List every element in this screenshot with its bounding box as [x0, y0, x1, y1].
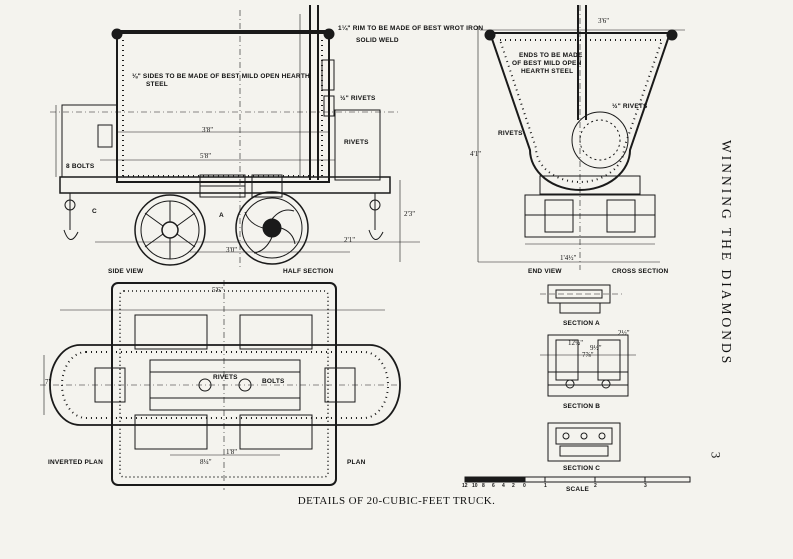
rivets-note-c: ½" RIVETS — [612, 103, 648, 110]
scale-tick: 12 — [462, 483, 468, 489]
scale-tick: 8 — [482, 483, 485, 489]
rivets-note-a: ½" RIVETS — [340, 95, 376, 102]
dim-4-1: 4'1" — [470, 150, 482, 158]
dim-1-8: 1'8" — [226, 448, 238, 456]
rivets-plan-note: RIVETS — [213, 374, 238, 381]
scale-tick: 3 — [644, 483, 647, 489]
scale-tick: 0 — [523, 483, 526, 489]
plan-drawing — [40, 280, 401, 490]
scale-tick: 6 — [492, 483, 495, 489]
side-view-label: SIDE VIEW — [108, 268, 144, 275]
dim-2-1: 2'1" — [344, 236, 356, 244]
scale-tick: 2 — [512, 483, 515, 489]
page-number: 3 — [708, 451, 724, 459]
dim-3-6: 3'6" — [598, 17, 610, 25]
section-b-label: SECTION B — [563, 403, 601, 410]
section-c-drawing — [547, 422, 621, 462]
sides-note: ⅛" SIDES TO BE MADE OF BEST MILD OPEN HE… — [132, 73, 310, 80]
bolts-side-note: 8 BOLTS — [66, 163, 95, 170]
section-b-drawing — [540, 334, 636, 397]
end-view-label: END VIEW — [528, 268, 562, 275]
scale-label: SCALE — [566, 486, 590, 493]
running-title: WINNING THE DIAMONDS — [719, 140, 734, 367]
solid-weld-note: SOLID WELD — [356, 37, 399, 44]
figure-caption: DETAILS OF 20-CUBIC-FEET TRUCK. — [297, 495, 496, 507]
ends-note-2: OF BEST MILD OPEN — [512, 60, 582, 67]
dim-9-5: 9½" — [590, 344, 602, 352]
bolts-plan-note: BOLTS — [262, 378, 285, 385]
scale-tick: 1 — [544, 483, 547, 489]
steel-note: STEEL — [146, 81, 168, 88]
rim-note: 1¼" RIM TO BE MADE OF BEST WROT IRON — [338, 25, 484, 32]
ends-note-1: ENDS TO BE MADE — [519, 52, 583, 59]
letter-c: C — [92, 208, 97, 215]
plan-label: PLAN — [347, 459, 366, 466]
rivets-note-b: RIVETS — [344, 139, 369, 146]
dim-3-0: 3'0" — [226, 246, 238, 254]
dim-12-5: 12½" — [568, 339, 584, 347]
rivets-note-d: RIVETS — [498, 130, 523, 137]
dim-7-8: 7⅞" — [582, 351, 594, 359]
dim-8-5: 8¼" — [200, 458, 212, 466]
dim-7: 7" — [45, 378, 52, 386]
scale-tick: 10 — [472, 483, 478, 489]
dim-2-5: 2½" — [618, 329, 630, 337]
section-a-drawing — [540, 284, 622, 314]
scale-bar — [464, 476, 691, 483]
dim-5-8: 5'8" — [200, 152, 212, 160]
section-a-label: SECTION A — [563, 320, 600, 327]
half-section-label: HALF SECTION — [283, 268, 334, 275]
inverted-plan-label: INVERTED PLAN — [48, 459, 103, 466]
ends-note-3: HEARTH STEEL — [521, 68, 574, 75]
section-c-label: SECTION C — [563, 465, 601, 472]
dim-2-3: 2'3" — [404, 210, 416, 218]
scale-tick: 2 — [594, 483, 597, 489]
cross-section-label: CROSS SECTION — [612, 268, 669, 275]
side-view-drawing — [50, 5, 420, 270]
dim-5-6: 5'6" — [212, 286, 224, 294]
dim-1-4: 1'4½" — [560, 254, 577, 262]
end-view-drawing — [477, 5, 685, 270]
scale-ticks: 12 10 8 6 4 2 0 1 2 3 — [462, 483, 694, 491]
dim-3-8: 3'8" — [202, 126, 214, 134]
letter-a: A — [219, 212, 224, 219]
scale-tick: 4 — [502, 483, 505, 489]
